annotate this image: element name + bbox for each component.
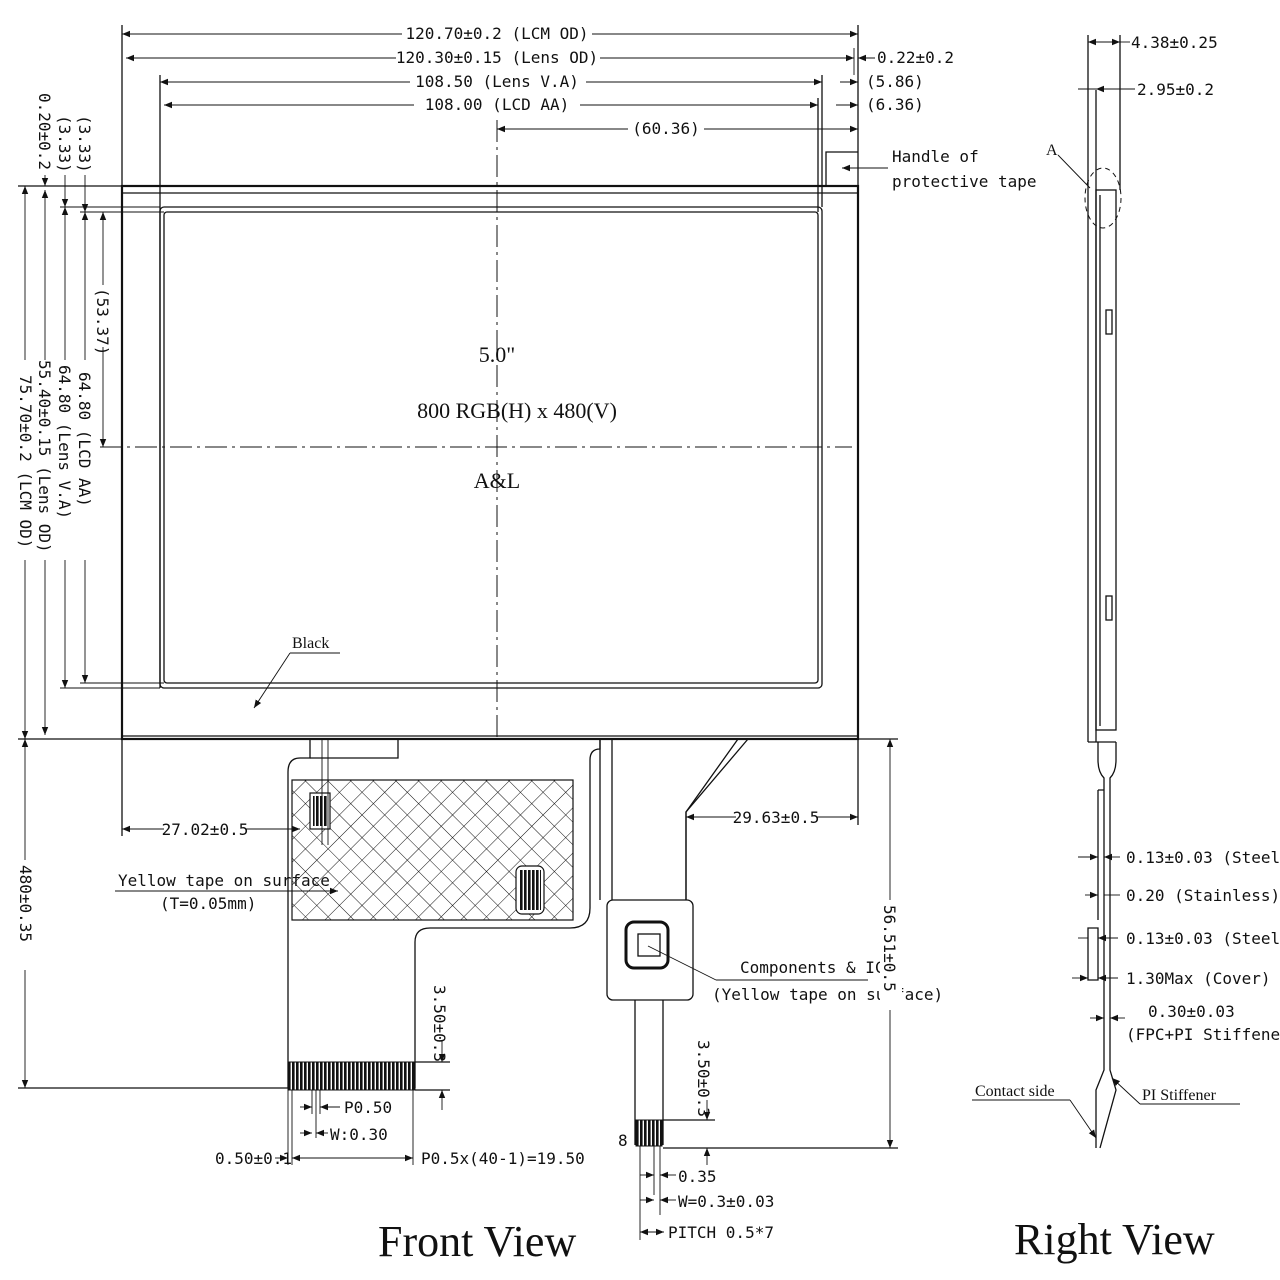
dim-right-636: (6.36) <box>866 95 924 114</box>
side-module <box>1095 189 1117 731</box>
dim-lens-od-width: 120.30±0.15 (Lens OD) <box>396 48 598 67</box>
dim-2702: 27.02±0.5 <box>162 820 249 839</box>
fpc-dim-1: 0.30±0.03 <box>1148 1002 1235 1021</box>
dim-2963: 29.63±0.5 <box>733 808 820 827</box>
steel-2: 0.13±0.03 (Steel) <box>1126 929 1280 948</box>
contact-side-label: Contact side <box>975 1083 1055 1100</box>
dim-w03: W=0.3±0.03 <box>678 1192 774 1211</box>
dim-480: 480±0.35 <box>16 865 35 942</box>
width-030: W:0.30 <box>330 1125 388 1144</box>
black-label: Black <box>292 635 329 652</box>
fpc-left-outline <box>287 739 311 1088</box>
dim-350-left: 3.50±0.3 <box>430 985 449 1062</box>
pi-stiffener-label: PI Stiffener <box>1142 1087 1217 1104</box>
dim-5337: (53.37) <box>93 288 112 355</box>
tape-handle <box>825 151 858 186</box>
detail-a-circle <box>1084 167 1122 229</box>
dim-lcm-od-width: 120.70±0.2 (LCM OD) <box>405 24 588 43</box>
handle-label-1: Handle of <box>892 147 979 166</box>
pitch-050: P0.50 <box>344 1098 392 1117</box>
steel-1: 0.13±0.03 (Steel) <box>1126 848 1280 867</box>
dim-438: 4.38±0.25 <box>1131 33 1218 52</box>
yellow-tape-label-1: Yellow tape on surface <box>118 871 330 890</box>
dim-lens-va-height: 64.80 (Lens V.A) <box>55 365 74 519</box>
pitch-7: PITCH 0.5*7 <box>668 1223 774 1242</box>
pitch-40: P0.5x(40-1)=19.50 <box>421 1149 585 1168</box>
dim-333-b: (3.33) <box>75 115 94 173</box>
dim-right-586: (5.86) <box>866 72 924 91</box>
ic-board <box>606 899 694 1001</box>
lcm-outline <box>120 184 860 741</box>
front-view: 5.0" 800 RGB(H) x 480(V) A&L Black 120.7… <box>14 24 1037 1266</box>
fpc-left-contacts <box>287 1061 416 1091</box>
right-view-title: Right View <box>1014 1215 1215 1264</box>
dim-333-a: (3.33) <box>55 115 74 173</box>
fpc-right-contacts <box>635 1119 663 1147</box>
handle-label-2: protective tape <box>892 172 1037 191</box>
dim-035: 0.35 <box>678 1167 717 1186</box>
dim-295: 2.95±0.2 <box>1137 80 1214 99</box>
cover: 1.30Max (Cover) <box>1126 969 1271 988</box>
dim-lens-od-height: 55.40±0.15 (Lens OD) <box>35 360 54 553</box>
dim-050: 0.50±0.1 <box>215 1149 292 1168</box>
display-size: 5.0" <box>479 342 515 367</box>
components-label-1: Components & IC <box>740 958 885 977</box>
dim-lens-va-width: 108.50 (Lens V.A) <box>415 72 579 91</box>
dim-5651: 56.51±0.5 <box>880 905 899 992</box>
dim-lcd-aa-height: 64.80 (LCD AA) <box>75 372 94 507</box>
fpc-dim-2: (FPC+PI Stiffener) <box>1126 1025 1280 1044</box>
detail-a-label: A <box>1046 142 1058 159</box>
dim-right-022: 0.22±0.2 <box>877 48 954 67</box>
dim-020: 0.20±0.2 <box>35 93 54 170</box>
dim-lcd-aa-width: 108.00 (LCD AA) <box>425 95 570 114</box>
dim-center-offset: (60.36) <box>632 119 699 138</box>
right-view: 4.38±0.25 2.95±0.2 A 0.13±0.03 (Steel) 0… <box>972 33 1280 1264</box>
display-resolution: 800 RGB(H) x 480(V) <box>417 398 617 423</box>
dim-350-right: 3.50±0.3 <box>694 1040 713 1117</box>
stainless: 0.20 (Stainless) <box>1126 886 1280 905</box>
front-view-title: Front View <box>378 1217 576 1266</box>
brand-marker: A&L <box>474 468 520 493</box>
yellow-tape-label-2: (T=0.05mm) <box>160 894 256 913</box>
components-label-2: (Yellow tape on surface) <box>712 985 943 1004</box>
pin-8-label: 8 <box>618 1131 628 1150</box>
dim-lcm-od-height: 75.70±0.2 (LCM OD) <box>16 375 35 548</box>
